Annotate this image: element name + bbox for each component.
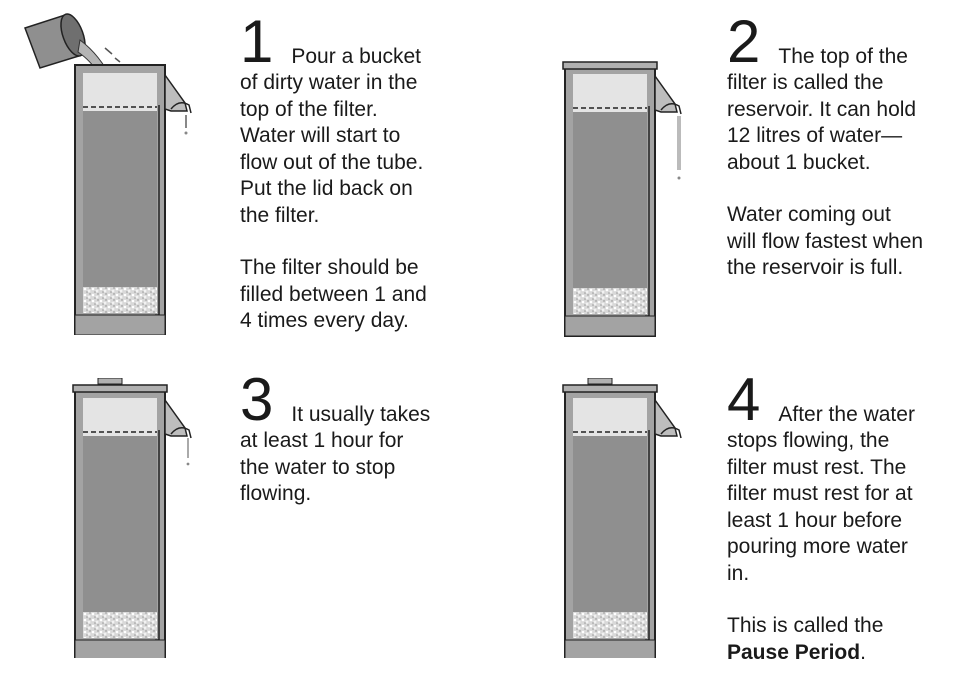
step-paragraph: Water coming out will flow fastest when … bbox=[727, 202, 953, 282]
text-line: the water to stop bbox=[240, 455, 396, 479]
lid-icon bbox=[72, 384, 168, 393]
text-line: the filter. bbox=[240, 203, 320, 227]
text-line: the reservoir is full. bbox=[727, 256, 904, 279]
step-paragraph: stops flowing, the filter must rest. The… bbox=[727, 428, 953, 587]
text-line: at least 1 hour for bbox=[240, 429, 404, 452]
step-heading: Pour a bucket bbox=[291, 44, 421, 68]
step-number: 3 bbox=[240, 366, 274, 433]
step-paragraph: The filter should be filled between 1 an… bbox=[240, 255, 470, 335]
text-line: in. bbox=[727, 561, 750, 585]
text-line: pouring more water bbox=[727, 535, 908, 558]
step-number: 1 bbox=[240, 8, 274, 75]
text-line: This is called the bbox=[727, 614, 884, 637]
filter-illustration-2 bbox=[562, 61, 682, 337]
text-line: top of the filter. bbox=[240, 97, 378, 121]
text-line: filter is called the bbox=[727, 71, 884, 94]
lid-icon bbox=[562, 61, 658, 70]
text-line: stops flowing, the bbox=[727, 429, 890, 452]
text-punctuation: . bbox=[860, 640, 866, 664]
bucket-icon bbox=[24, 13, 86, 69]
text-line: Put the lid back on bbox=[240, 177, 413, 200]
text-line: Water coming out bbox=[727, 203, 891, 226]
text-line: filled between 1 and bbox=[240, 282, 427, 306]
text-line: least 1 hour before bbox=[727, 508, 903, 532]
step-heading: It usually takes bbox=[291, 402, 431, 426]
step-paragraph: filter is called the reservoir. It can h… bbox=[727, 70, 953, 176]
text-line: Water will start to bbox=[240, 124, 401, 147]
step-paragraph: at least 1 hour for the water to stop fl… bbox=[240, 428, 470, 508]
filter-illustration-1 bbox=[24, 13, 192, 335]
text-line: will flow fastest when bbox=[727, 229, 924, 253]
step-number: 4 bbox=[727, 366, 761, 433]
step-paragraph: of dirty water in the top of the filter.… bbox=[240, 70, 470, 229]
filter-illustration-4 bbox=[562, 378, 682, 658]
text-line: flow out of the tube. bbox=[240, 150, 424, 174]
step-heading: After the water bbox=[778, 402, 915, 426]
text-line: about 1 bucket. bbox=[727, 150, 871, 174]
filter-illustration-3 bbox=[72, 378, 192, 658]
text-line: 4 times every day. bbox=[240, 309, 409, 332]
text-line: reservoir. It can hold bbox=[727, 97, 917, 121]
lid-icon bbox=[562, 384, 658, 393]
step-paragraph: This is called the Pause Period. bbox=[727, 613, 953, 666]
text-line: flowing. bbox=[240, 482, 312, 505]
text-line: The filter should be bbox=[240, 256, 419, 279]
text-line: filter must rest. The bbox=[727, 455, 907, 479]
text-line: 12 litres of water— bbox=[727, 124, 903, 147]
step-number: 2 bbox=[727, 8, 761, 75]
text-line: of dirty water in the bbox=[240, 71, 418, 94]
pause-period-label: Pause Period bbox=[727, 640, 861, 664]
text-line: filter must rest for at bbox=[727, 482, 913, 505]
step-3-text: 3 It usually takes at least 1 hour for th… bbox=[240, 366, 470, 508]
step-heading: The top of the bbox=[778, 44, 908, 68]
